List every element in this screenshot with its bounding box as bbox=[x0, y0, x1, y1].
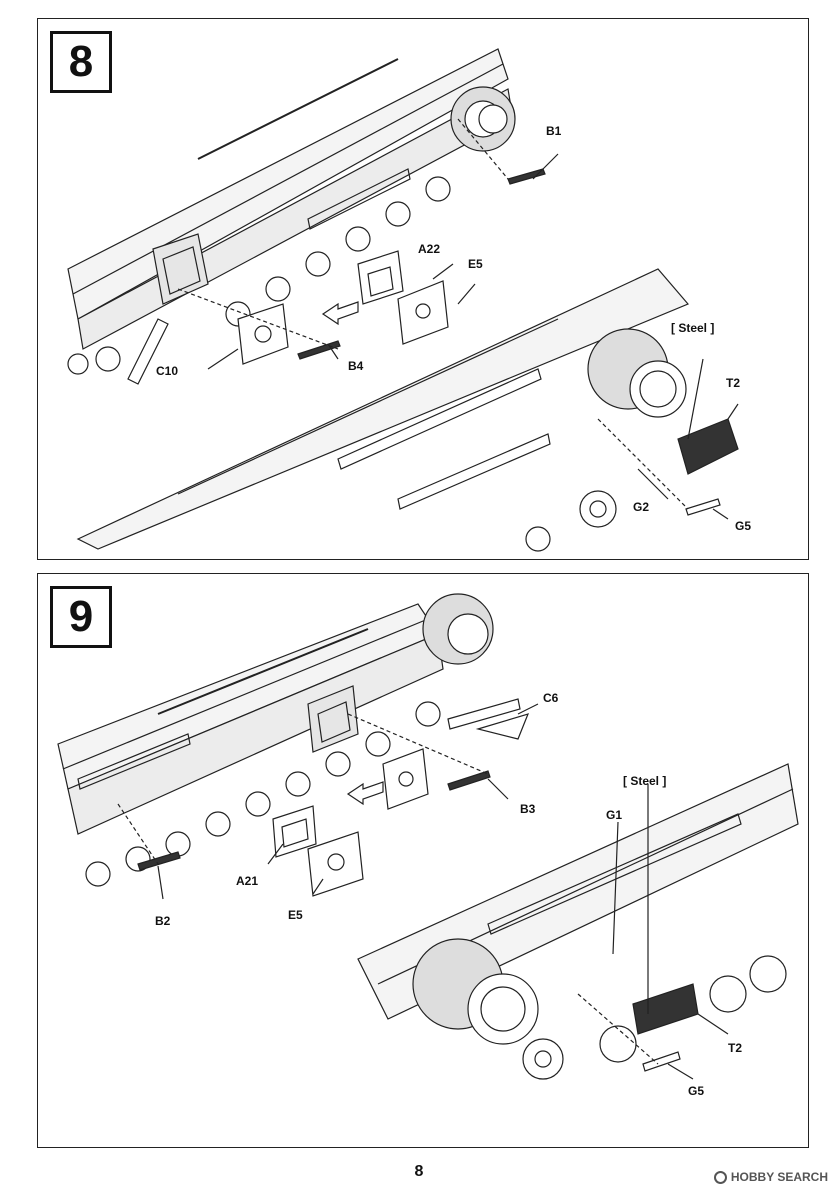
part-label-b4: B4 bbox=[348, 359, 364, 373]
part-label-e5: E5 bbox=[288, 908, 303, 922]
step-9-panel: 9 bbox=[37, 573, 809, 1148]
step-8-illustration bbox=[67, 48, 739, 552]
page-number: 8 bbox=[414, 1163, 424, 1180]
part-label-steel: [ Steel ] bbox=[623, 774, 667, 788]
part-label-c6: C6 bbox=[543, 691, 559, 705]
part-label-steel: [ Steel ] bbox=[671, 321, 715, 335]
part-label-g1: G1 bbox=[606, 808, 623, 822]
step-8-panel: 8 bbox=[37, 18, 809, 560]
part-label-g2: G2 bbox=[633, 500, 650, 514]
part-label-e5: E5 bbox=[468, 257, 483, 271]
part-label-b1: B1 bbox=[546, 124, 562, 138]
step-9-illustration bbox=[57, 593, 799, 1080]
part-label-b2: B2 bbox=[155, 914, 171, 928]
part-label-t2: T2 bbox=[726, 376, 741, 390]
part-label-g5: G5 bbox=[735, 519, 752, 533]
watermark-text: HOBBY SEARCH bbox=[730, 1170, 828, 1184]
part-label-a22: A22 bbox=[418, 242, 441, 256]
part-label-b3: B3 bbox=[520, 802, 536, 816]
hobby-search-logo-icon bbox=[713, 1170, 727, 1184]
watermark: HOBBY SEARCH bbox=[713, 1170, 828, 1184]
part-label-t2: T2 bbox=[728, 1041, 743, 1055]
step-number-8: 8 bbox=[50, 31, 112, 93]
part-label-g5: G5 bbox=[688, 1084, 705, 1098]
part-label-a21: A21 bbox=[236, 874, 259, 888]
step-number-9: 9 bbox=[50, 586, 112, 648]
part-label-c10: C10 bbox=[156, 364, 179, 378]
